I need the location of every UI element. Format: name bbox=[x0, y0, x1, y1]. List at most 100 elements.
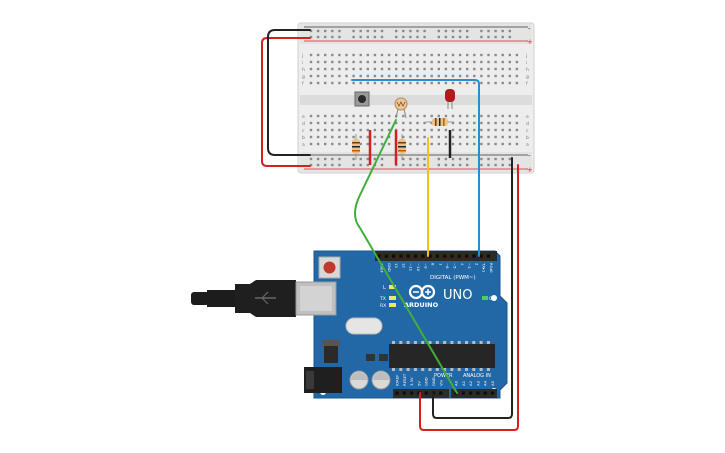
rail-hole[interactable] bbox=[309, 29, 313, 33]
rail-hole[interactable] bbox=[444, 29, 448, 33]
rail-hole[interactable] bbox=[437, 157, 440, 161]
breadboard-hole[interactable] bbox=[380, 53, 384, 57]
breadboard-hole[interactable] bbox=[309, 135, 313, 139]
breadboard-hole[interactable] bbox=[494, 53, 497, 57]
breadboard-hole[interactable] bbox=[494, 135, 497, 139]
breadboard-hole[interactable] bbox=[430, 74, 433, 78]
rail-hole[interactable] bbox=[409, 157, 412, 161]
breadboard-hole[interactable] bbox=[515, 142, 519, 146]
breadboard-hole[interactable] bbox=[508, 81, 511, 85]
breadboard-hole[interactable] bbox=[387, 74, 391, 78]
breadboard-hole[interactable] bbox=[345, 121, 348, 125]
breadboard-hole[interactable] bbox=[309, 142, 313, 146]
breadboard-hole[interactable] bbox=[458, 114, 462, 118]
rail-hole[interactable] bbox=[487, 157, 490, 161]
breadboard-hole[interactable] bbox=[430, 135, 433, 139]
rail-hole[interactable] bbox=[480, 163, 483, 167]
breadboard-hole[interactable] bbox=[338, 53, 341, 57]
breadboard-hole[interactable] bbox=[380, 67, 384, 71]
breadboard-hole[interactable] bbox=[423, 81, 426, 85]
breadboard-hole[interactable] bbox=[324, 142, 327, 146]
rail-hole[interactable] bbox=[501, 157, 504, 161]
breadboard-hole[interactable] bbox=[352, 121, 355, 125]
header-pin[interactable] bbox=[450, 254, 454, 258]
rail-hole[interactable] bbox=[508, 157, 511, 161]
breadboard-hole[interactable] bbox=[515, 121, 519, 125]
breadboard-hole[interactable] bbox=[324, 121, 327, 125]
header-pin[interactable] bbox=[476, 391, 480, 395]
breadboard-hole[interactable] bbox=[338, 74, 341, 78]
breadboard-hole[interactable] bbox=[387, 142, 391, 146]
breadboard-hole[interactable] bbox=[402, 67, 405, 71]
breadboard-hole[interactable] bbox=[373, 121, 377, 125]
breadboard-hole[interactable] bbox=[409, 81, 412, 85]
breadboard-hole[interactable] bbox=[409, 53, 412, 57]
header-pin[interactable] bbox=[392, 254, 396, 258]
breadboard-hole[interactable] bbox=[473, 135, 476, 139]
breadboard-hole[interactable] bbox=[473, 53, 476, 57]
rail-hole[interactable] bbox=[366, 35, 369, 39]
breadboard-hole[interactable] bbox=[473, 67, 476, 71]
breadboard-hole[interactable] bbox=[444, 142, 448, 146]
breadboard-hole[interactable] bbox=[480, 121, 483, 125]
breadboard-hole[interactable] bbox=[309, 128, 313, 132]
breadboard-hole[interactable] bbox=[345, 142, 348, 146]
breadboard-hole[interactable] bbox=[466, 142, 469, 146]
breadboard-hole[interactable] bbox=[473, 142, 476, 146]
breadboard-hole[interactable] bbox=[423, 60, 426, 64]
breadboard-hole[interactable] bbox=[501, 74, 504, 78]
breadboard-hole[interactable] bbox=[395, 81, 398, 85]
breadboard-hole[interactable] bbox=[515, 53, 519, 57]
header-pin[interactable] bbox=[399, 254, 403, 258]
breadboard-hole[interactable] bbox=[501, 142, 504, 146]
rail-hole[interactable] bbox=[451, 35, 455, 39]
rail-hole[interactable] bbox=[316, 163, 320, 167]
header-pin[interactable] bbox=[483, 391, 487, 395]
breadboard-hole[interactable] bbox=[324, 60, 327, 64]
breadboard-hole[interactable] bbox=[309, 53, 313, 57]
breadboard-hole[interactable] bbox=[366, 74, 369, 78]
breadboard-hole[interactable] bbox=[508, 74, 511, 78]
breadboard-hole[interactable] bbox=[508, 60, 511, 64]
breadboard-hole[interactable] bbox=[416, 81, 419, 85]
breadboard-hole[interactable] bbox=[444, 67, 448, 71]
rail-hole[interactable] bbox=[508, 29, 511, 33]
breadboard-hole[interactable] bbox=[345, 67, 348, 71]
rail-hole[interactable] bbox=[402, 163, 405, 167]
breadboard-hole[interactable] bbox=[416, 67, 419, 71]
breadboard-hole[interactable] bbox=[501, 121, 504, 125]
breadboard-hole[interactable] bbox=[331, 74, 334, 78]
breadboard-hole[interactable] bbox=[487, 121, 490, 125]
breadboard-hole[interactable] bbox=[387, 128, 391, 132]
breadboard-hole[interactable] bbox=[352, 128, 355, 132]
rail-hole[interactable] bbox=[466, 157, 469, 161]
breadboard-hole[interactable] bbox=[352, 53, 355, 57]
rail-hole[interactable] bbox=[324, 163, 327, 167]
rail-hole[interactable] bbox=[338, 157, 341, 161]
breadboard-hole[interactable] bbox=[458, 67, 462, 71]
rail-hole[interactable] bbox=[416, 157, 419, 161]
breadboard-hole[interactable] bbox=[423, 121, 426, 125]
breadboard-hole[interactable] bbox=[430, 53, 433, 57]
breadboard-hole[interactable] bbox=[352, 114, 355, 118]
rail-hole[interactable] bbox=[487, 163, 490, 167]
breadboard-hole[interactable] bbox=[402, 53, 405, 57]
rail-hole[interactable] bbox=[501, 29, 504, 33]
breadboard-hole[interactable] bbox=[373, 128, 377, 132]
breadboard-hole[interactable] bbox=[402, 74, 405, 78]
rail-hole[interactable] bbox=[437, 35, 440, 39]
rail-hole[interactable] bbox=[416, 29, 419, 33]
breadboard-hole[interactable] bbox=[451, 135, 455, 139]
breadboard-hole[interactable] bbox=[359, 74, 362, 78]
breadboard-hole[interactable] bbox=[338, 121, 341, 125]
breadboard-hole[interactable] bbox=[338, 67, 341, 71]
breadboard-hole[interactable] bbox=[437, 74, 440, 78]
breadboard-hole[interactable] bbox=[331, 53, 334, 57]
breadboard-hole[interactable] bbox=[331, 60, 334, 64]
breadboard-hole[interactable] bbox=[444, 74, 448, 78]
breadboard-hole[interactable] bbox=[316, 121, 320, 125]
breadboard-hole[interactable] bbox=[515, 128, 519, 132]
breadboard-hole[interactable] bbox=[508, 128, 511, 132]
rail-hole[interactable] bbox=[380, 35, 384, 39]
breadboard-hole[interactable] bbox=[324, 114, 327, 118]
